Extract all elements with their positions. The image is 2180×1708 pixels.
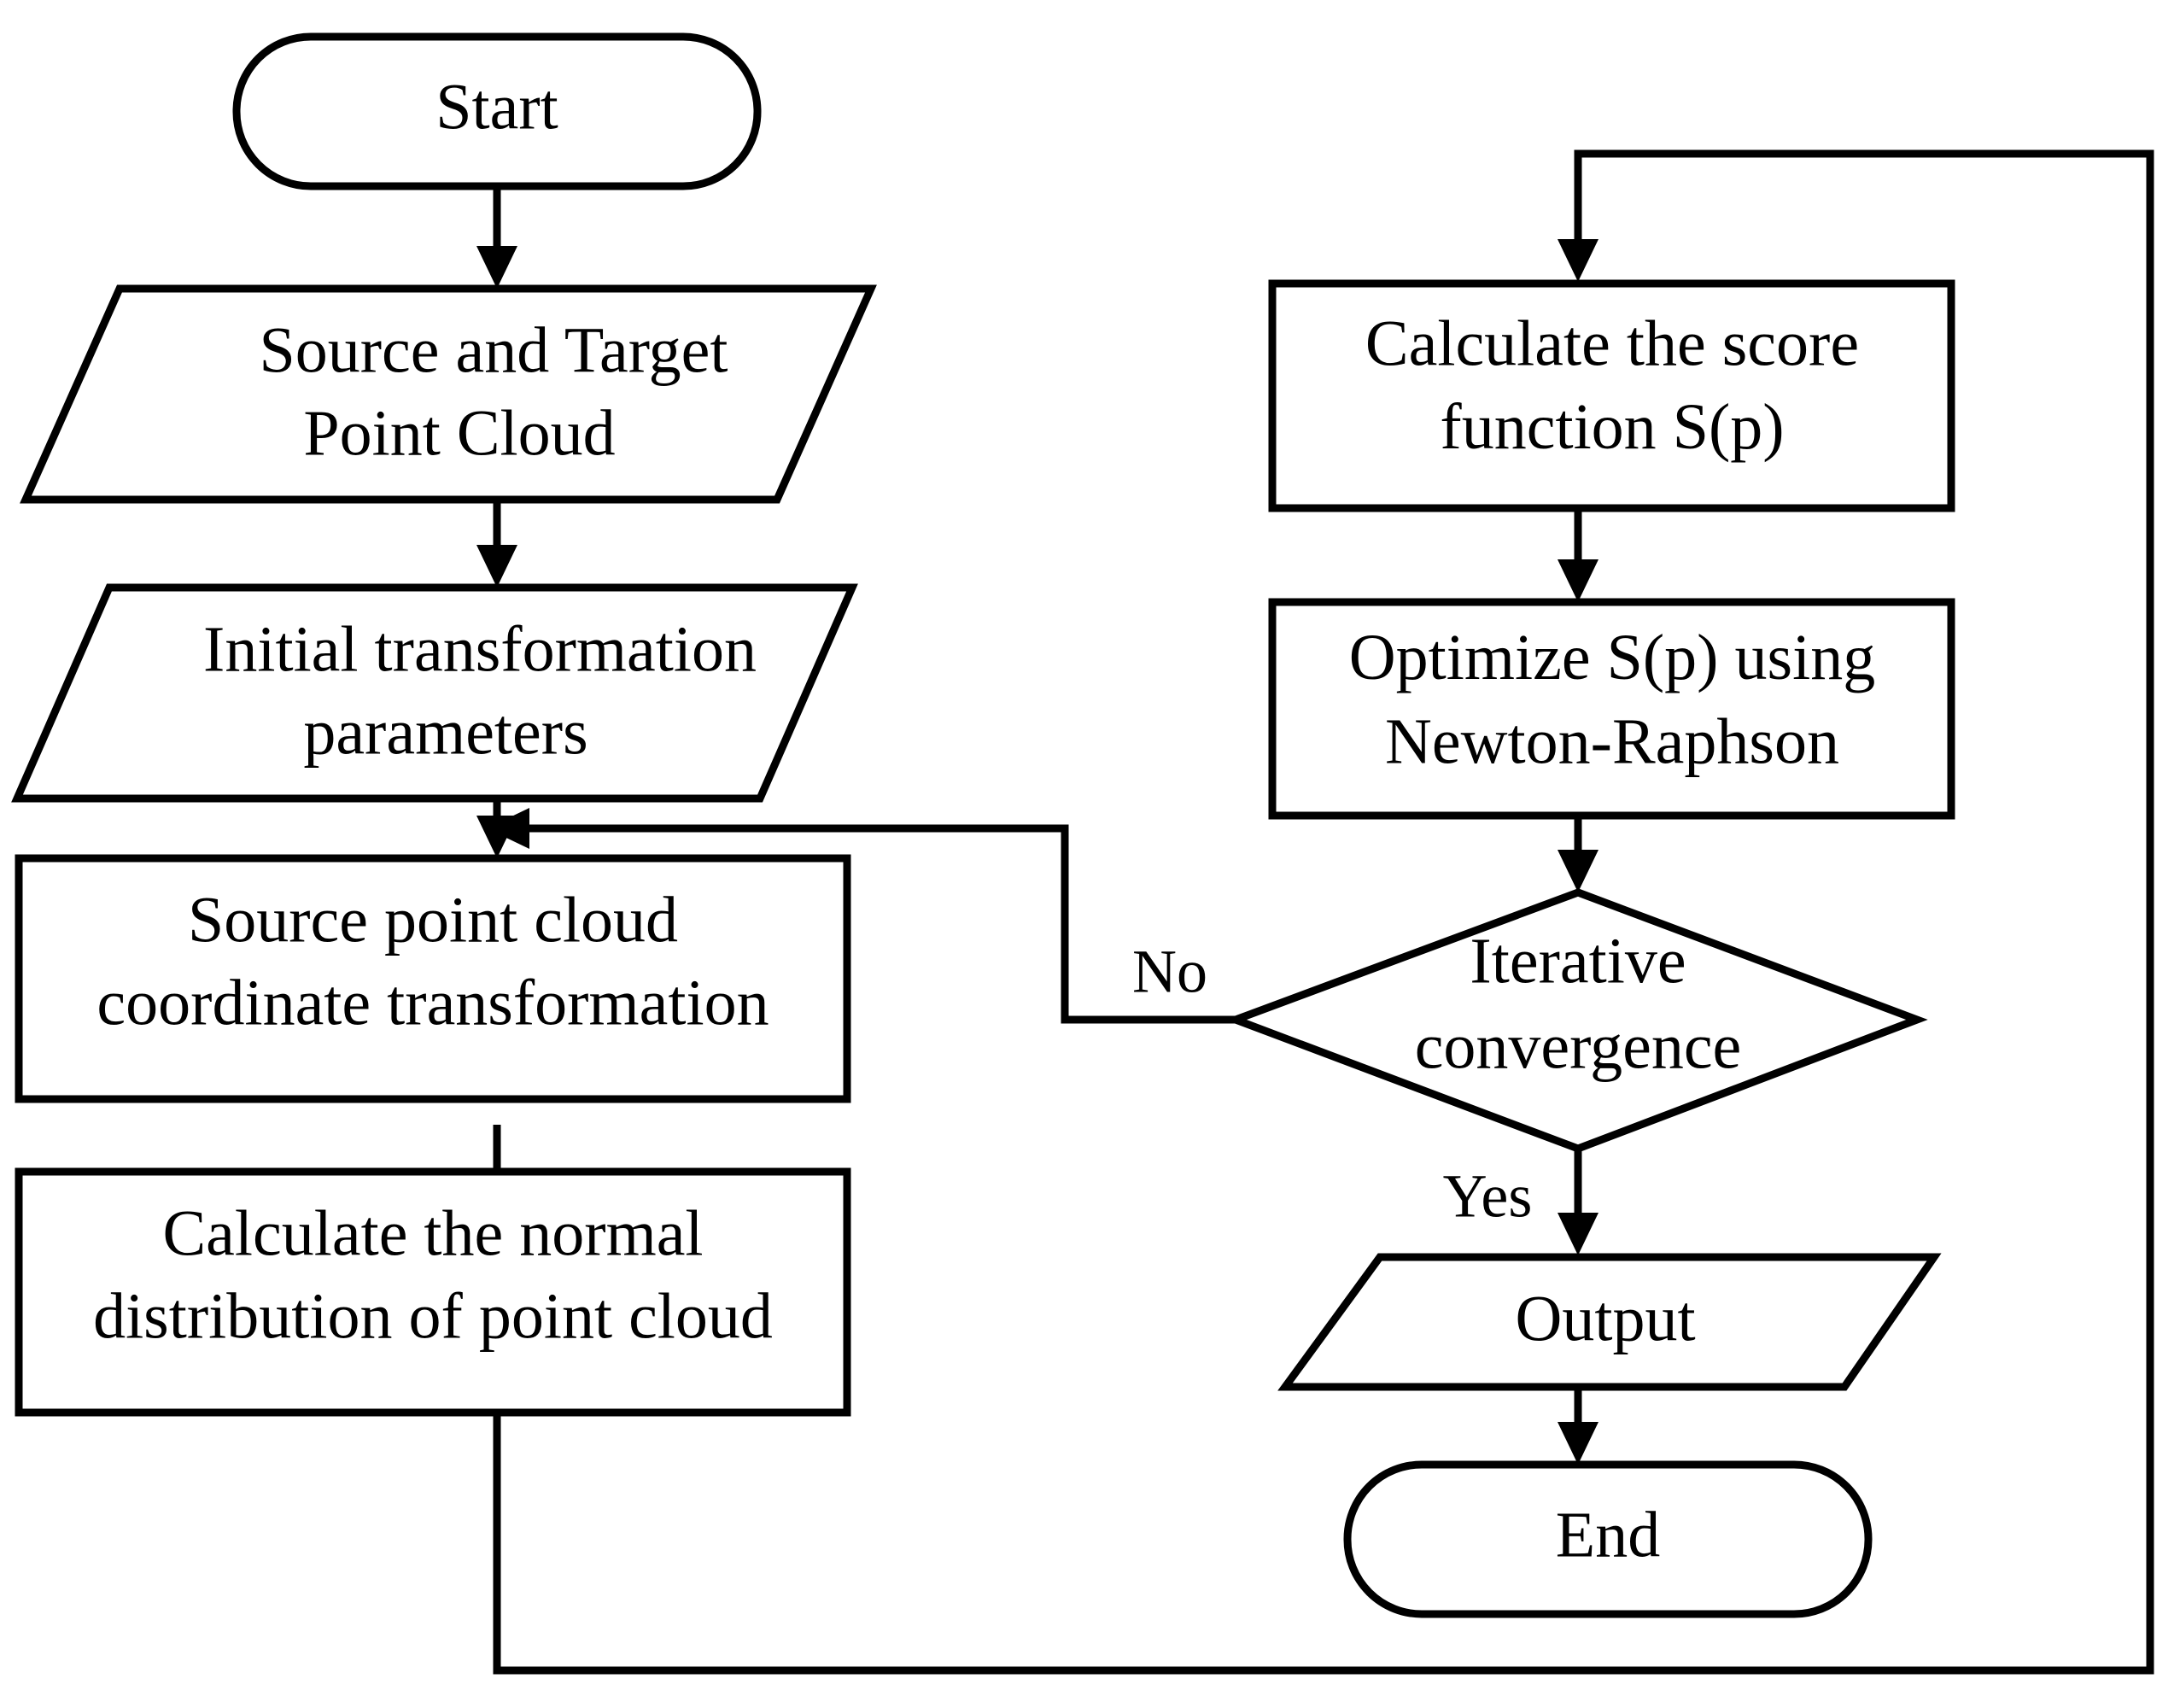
coordinate-transform-shape (15, 854, 851, 1103)
edge-score-to-optimize (1558, 508, 1598, 602)
optimize-line1: Optimize S(p) using (1349, 622, 1875, 693)
start-label: Start (435, 71, 558, 143)
initial-params-line2: parameters (303, 696, 587, 768)
node-end[interactable]: End (1343, 1460, 1873, 1618)
edge-optimize-to-convergence (1558, 816, 1598, 892)
score-function-line1: Calculate the score (1365, 307, 1859, 379)
source-target-cloud-line1: Source and Target (259, 314, 728, 386)
node-normal-distribution[interactable]: Calculate the normal distribution of poi… (15, 1167, 851, 1417)
coordinate-transform-line2: coordinate transformation (96, 967, 769, 1038)
edge-source-to-params (476, 502, 517, 588)
optimize-shape (1268, 598, 1955, 820)
source-target-cloud-line2: Point Cloud (303, 397, 615, 469)
edge-normal-to-score (493, 149, 2154, 1675)
edge-convergence-no (487, 808, 1236, 1024)
node-initial-params[interactable]: Initial transformation parameters (11, 583, 858, 803)
score-function-line2-plain: function (1440, 391, 1672, 463)
optimize-line1-plain-b: using (1719, 622, 1876, 693)
initial-params-line1: Initial transformation (203, 613, 757, 685)
edge-convergence-yes (1558, 1149, 1598, 1255)
edge-label-yes: Yes (1443, 1162, 1533, 1231)
optimize-line1-plain-a: Optimize (1349, 622, 1607, 693)
edge-output-to-end (1558, 1388, 1598, 1465)
normal-distribution-line2: distribution of point cloud (93, 1280, 773, 1352)
end-shape (1343, 1460, 1873, 1618)
output-label: Output (1515, 1283, 1695, 1354)
node-convergence[interactable]: Iterative convergence (1224, 888, 1928, 1153)
end-label: End (1556, 1499, 1660, 1571)
convergence-shape (1224, 888, 1928, 1153)
start-shape (232, 32, 762, 190)
edge-label-no: No (1132, 938, 1207, 1006)
score-function-line2-italic: S(p) (1673, 391, 1785, 463)
output-shape (1277, 1253, 1942, 1391)
score-function-line2: function S(p) (1440, 391, 1784, 463)
optimize-line1-italic: S(p) (1607, 622, 1719, 693)
optimize-line2: Newton-Raphson (1385, 705, 1839, 777)
node-start[interactable]: Start (232, 32, 762, 190)
source-target-cloud-shape (20, 284, 877, 504)
node-score-function[interactable]: Calculate the score function S(p) (1268, 279, 1955, 512)
node-output[interactable]: Output (1277, 1253, 1942, 1391)
edge-start-to-source (476, 186, 517, 289)
coordinate-transform-line1: Source point cloud (188, 884, 678, 956)
convergence-line2: convergence (1415, 1010, 1742, 1082)
normal-distribution-line1: Calculate the normal (162, 1197, 703, 1269)
node-coordinate-transform[interactable]: Source point cloud coordinate transforma… (15, 854, 851, 1103)
convergence-line1: Iterative (1470, 925, 1686, 997)
initial-params-shape (11, 583, 858, 803)
normal-distribution-shape (15, 1167, 851, 1417)
node-source-target-cloud[interactable]: Source and Target Point Cloud (20, 284, 877, 504)
node-optimize[interactable]: Optimize S(p) using Newton-Raphson (1268, 598, 1955, 820)
score-function-shape (1268, 279, 1955, 512)
